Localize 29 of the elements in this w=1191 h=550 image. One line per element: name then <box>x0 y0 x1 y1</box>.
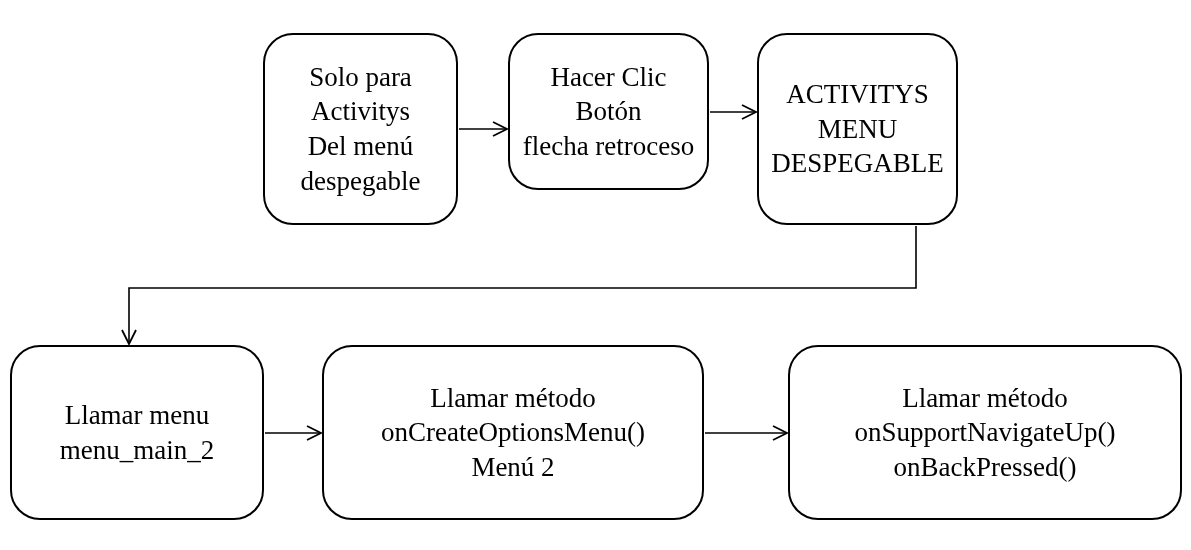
box-text: Solo para <box>309 60 412 94</box>
box-text: DESPEGABLE <box>771 147 944 181</box>
arrow <box>704 425 788 441</box>
box-text: Del menú <box>307 130 414 163</box>
box-text: Llamar menu <box>64 398 210 432</box>
arrow <box>121 225 917 345</box>
arrow <box>458 121 508 137</box>
process-box <box>508 33 709 190</box>
box-text: menu_main_2 <box>59 433 215 467</box>
box-text: onCreateOptionsMenu() <box>381 416 645 450</box>
box-text: despegable <box>300 164 421 198</box>
process-box <box>322 345 704 520</box>
box-text: Botón <box>575 95 642 129</box>
box-text: onBackPressed() <box>893 450 1077 484</box>
box-text: Menú 2 <box>471 450 555 484</box>
process-box <box>263 33 458 225</box>
process-box <box>10 345 264 520</box>
arrow <box>709 104 757 120</box>
box-text: Activitys <box>311 95 410 129</box>
process-box <box>757 33 958 225</box>
box-text: flecha retroceso <box>522 129 695 163</box>
box-text: Llamar método <box>902 381 1068 415</box>
box-text: ACTIVITYS <box>786 78 929 112</box>
arrow <box>264 425 322 441</box>
box-text: MENU <box>817 112 898 146</box>
box-text: Llamar método <box>430 381 596 415</box>
box-text: Hacer Clic <box>550 60 667 94</box>
box-text: onSupportNavigateUp() <box>854 416 1116 450</box>
process-box <box>788 345 1182 520</box>
